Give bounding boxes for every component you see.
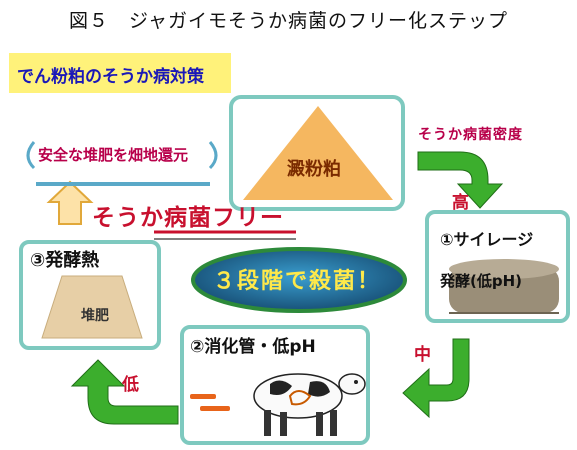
cow-icon (253, 373, 366, 436)
compost-pile-label: 堆肥 (81, 308, 109, 324)
free-underline (154, 230, 296, 240)
silage-bale-icon (449, 259, 559, 314)
section-banner-text: でん粉粕のそうか病対策 (17, 67, 204, 87)
compost-pile-icon (41, 275, 143, 339)
stage1-title: ①サイレージ (440, 230, 534, 249)
kill-message-text: ３段階で殺菌！ (212, 269, 381, 294)
starch-triangle-icon (243, 106, 393, 200)
kill-message-oval (191, 247, 407, 313)
level-mid-label: 中 (414, 345, 431, 365)
starch-residue-label: 澱粉粕 (287, 159, 341, 180)
figure-title: 図５ ジャガイモそうか病菌のフリー化ステップ (68, 10, 509, 32)
arrow-to-digestive-icon (402, 338, 470, 419)
stage2-title: ②消化管・低pH (190, 337, 316, 357)
manure-dashes-icon (190, 394, 230, 411)
compost-return-frame (26, 141, 218, 186)
pathogen-density-label: そうか病菌密度 (418, 127, 523, 143)
compost-return-text: 安全な堆肥を畑地還元 (38, 146, 189, 164)
level-low-label: 低 (122, 375, 139, 395)
up-arrow-icon (46, 180, 94, 225)
arrow-to-compost-icon (70, 359, 179, 425)
arrow-to-silage-icon (417, 151, 504, 209)
level-high-label: 高 (452, 193, 469, 213)
pathogen-free-label: そうか病菌フリー (92, 205, 284, 231)
section-banner: でん粉粕のそうか病対策 (9, 53, 231, 93)
stage3-title: ③発酵熱 (30, 250, 100, 271)
stage1-subtitle: 発酵(低pH) (440, 272, 523, 290)
